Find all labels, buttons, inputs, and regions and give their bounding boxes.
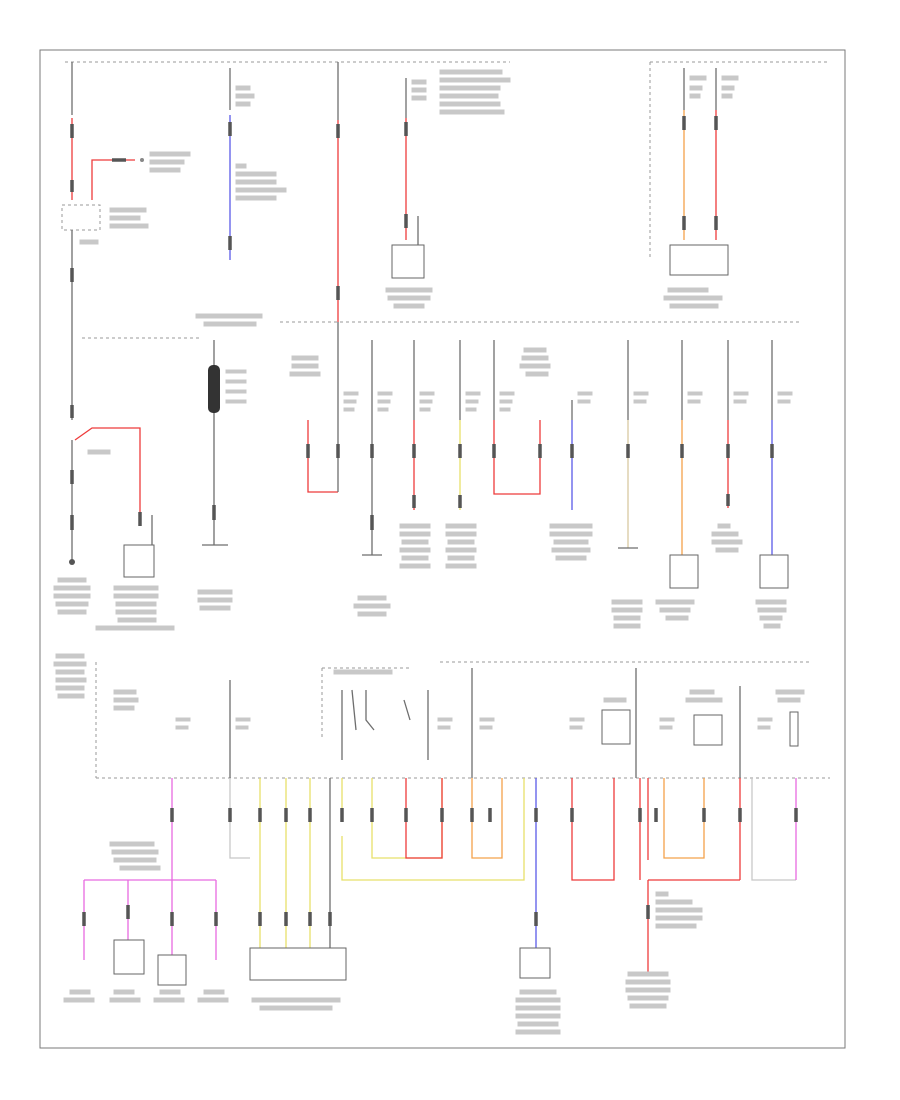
bottom-harness [63, 778, 798, 1035]
ground-point-icon [140, 158, 144, 162]
component-box [123, 544, 155, 578]
resistor-icon [208, 365, 220, 413]
component-box [693, 714, 723, 746]
component-box [601, 709, 631, 745]
component-box [249, 947, 347, 981]
battery-section [53, 62, 200, 631]
top-bus [65, 61, 830, 260]
top-blue-wire [228, 68, 287, 260]
component-box [669, 554, 699, 589]
component-box [157, 954, 187, 986]
component-box [759, 554, 789, 589]
diagram-frame [39, 49, 846, 1049]
battery-sensor-section [195, 313, 263, 611]
top-right-module [663, 68, 739, 309]
component-box [519, 947, 551, 979]
component-box [789, 711, 799, 747]
component-box [113, 939, 145, 975]
middle-fuse-row [289, 322, 793, 629]
lower-fuse-row [175, 667, 805, 778]
lower-bus [53, 653, 830, 779]
component-box [669, 244, 729, 276]
battery-terminal-icon [69, 559, 75, 565]
top-fuse-relay [385, 69, 511, 309]
component-box [391, 244, 425, 279]
